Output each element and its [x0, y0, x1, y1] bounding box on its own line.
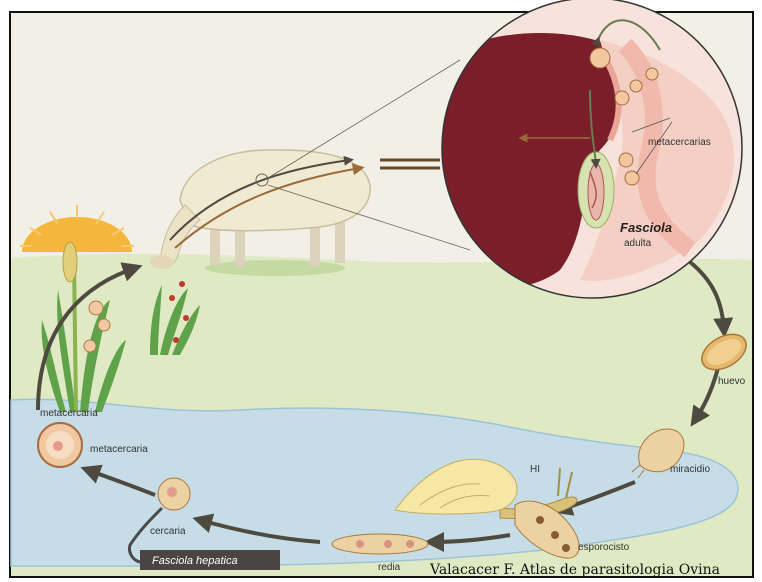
- label-metacercaria-1: metacercaria: [40, 408, 98, 419]
- label-cercaria: cercaria: [150, 526, 186, 537]
- label-adulta: adulta: [624, 238, 652, 249]
- label-redia: redia: [378, 562, 401, 573]
- label-miracidio: miracidio: [670, 464, 710, 475]
- label-metacercarias: metacercarias: [648, 137, 711, 148]
- label-huevo: huevo: [718, 376, 746, 387]
- label-metacercaria-2: metacercaria: [90, 444, 148, 455]
- label-species: Fasciola hepatica: [152, 555, 238, 567]
- label-fasciola: Fasciola: [620, 220, 672, 235]
- encysted-metacercaria-icon: [38, 423, 82, 467]
- magnified-liver-view: [440, 0, 742, 298]
- label-hi: HI: [530, 464, 540, 475]
- label-esporocisto: esporocisto: [578, 542, 630, 553]
- redia-icon: [332, 534, 428, 554]
- figure-credit: Valacacer F. Atlas de parasitologia Ovin…: [429, 562, 720, 578]
